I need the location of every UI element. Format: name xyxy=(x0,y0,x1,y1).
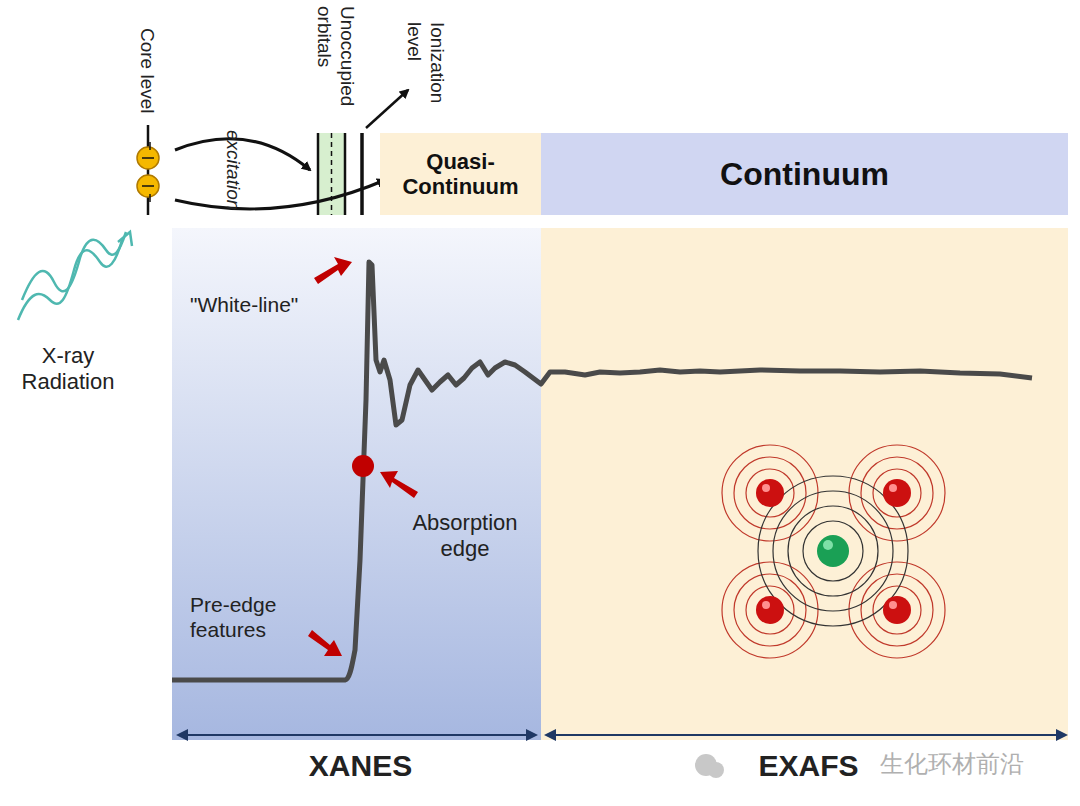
edge-label: Absorption edge xyxy=(395,510,535,563)
exafs-label: EXAFS xyxy=(754,748,862,784)
core-level-label: Core level xyxy=(135,28,158,114)
white-line-label: "White-line" xyxy=(190,292,298,317)
orbitals-label: Unoccupied orbitals xyxy=(312,6,358,136)
xanes-label: XANES xyxy=(305,748,416,784)
energy-band: Continuum xyxy=(541,133,1068,215)
band-label: Continuum xyxy=(720,156,889,193)
radiation-label: X-ray Radiation xyxy=(8,343,128,396)
watermark: 生化环材前沿 xyxy=(880,750,1024,779)
band-label: Quasi-Continuum xyxy=(401,149,521,200)
pre-edge-label: Pre-edge features xyxy=(190,592,310,642)
energy-band: Quasi-Continuum xyxy=(380,133,541,215)
ionization-label: Ionization level xyxy=(402,22,448,122)
excitation-label: excitation xyxy=(221,130,244,210)
